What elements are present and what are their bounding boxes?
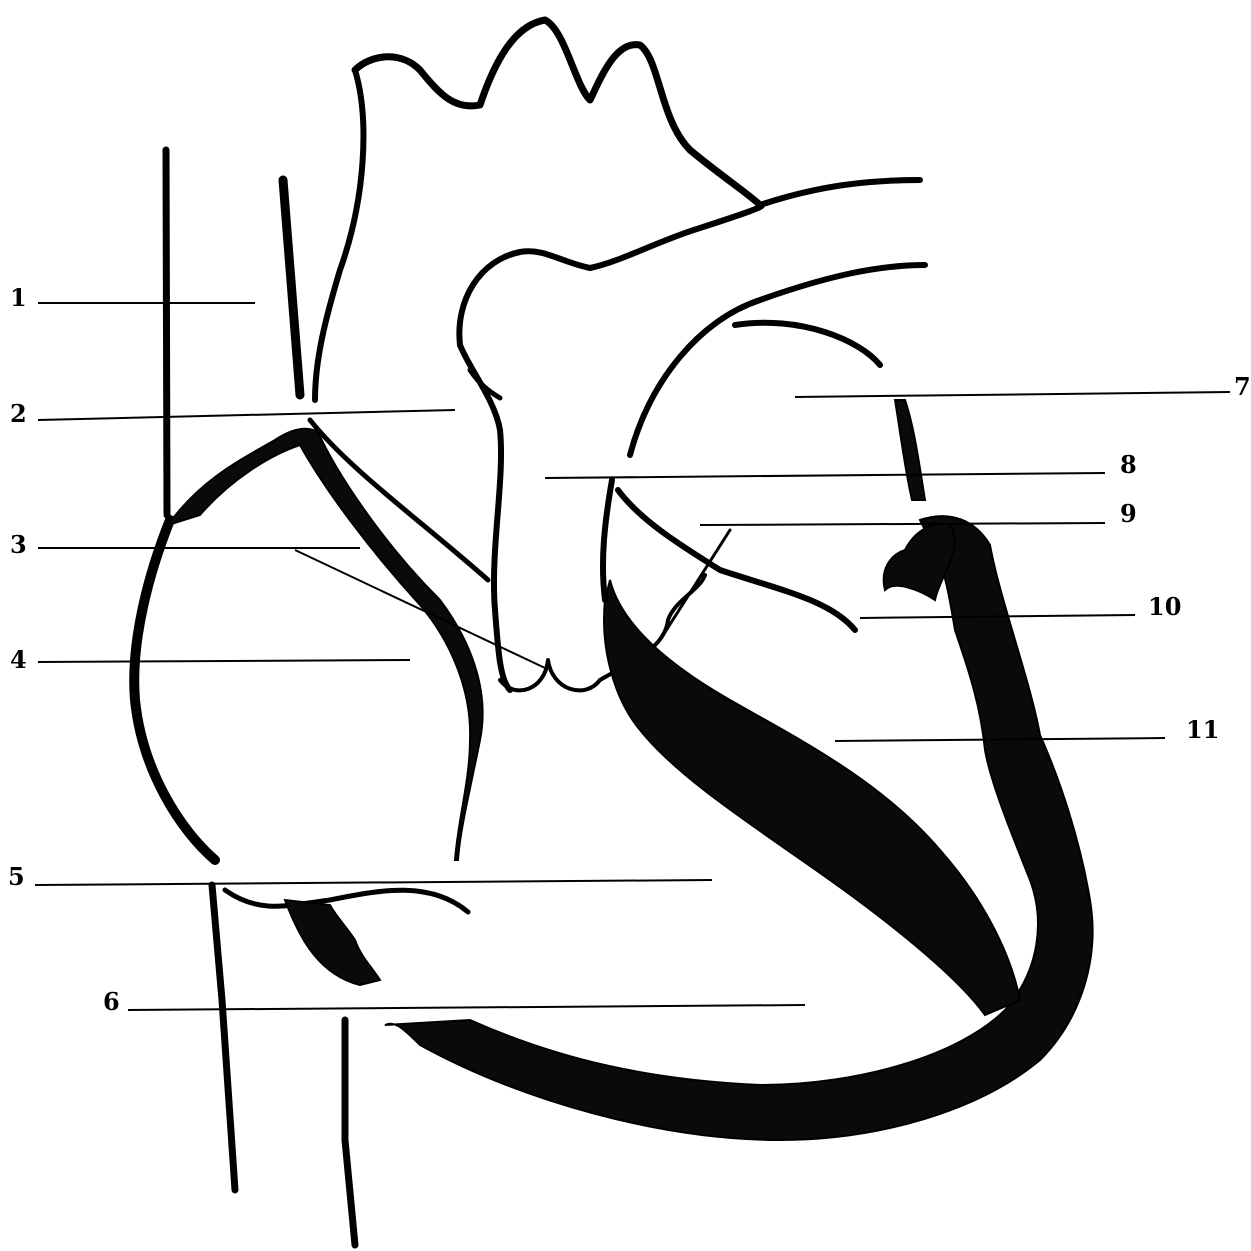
- label-2: 2: [10, 399, 27, 428]
- superior-vena-cava: [166, 150, 300, 515]
- label-7: 7: [1234, 372, 1251, 401]
- label-10: 10: [1148, 592, 1181, 621]
- right-atrium: [134, 420, 488, 860]
- label-11: 11: [1186, 715, 1219, 744]
- chordae-tendineae: [660, 530, 730, 640]
- aortic-arch: [315, 20, 920, 400]
- leader-8: [545, 473, 1105, 478]
- label-8: 8: [1120, 450, 1137, 479]
- leader-5: [35, 880, 712, 885]
- pulmonary-trunk: [459, 205, 925, 690]
- tricuspid-valve: [225, 890, 468, 985]
- label-1: 1: [10, 283, 27, 312]
- label-5: 5: [8, 862, 25, 891]
- leader-4: [38, 660, 410, 662]
- leader-6: [128, 1005, 805, 1010]
- label-9: 9: [1120, 499, 1137, 528]
- left-ventricle-wall: [385, 516, 1093, 1140]
- leader-7: [795, 392, 1230, 397]
- label-6: 6: [103, 987, 120, 1016]
- label-3: 3: [10, 530, 27, 559]
- leader-9: [700, 523, 1105, 525]
- label-4: 4: [10, 645, 27, 674]
- leader-3b: [295, 550, 545, 668]
- leader-2: [38, 410, 455, 420]
